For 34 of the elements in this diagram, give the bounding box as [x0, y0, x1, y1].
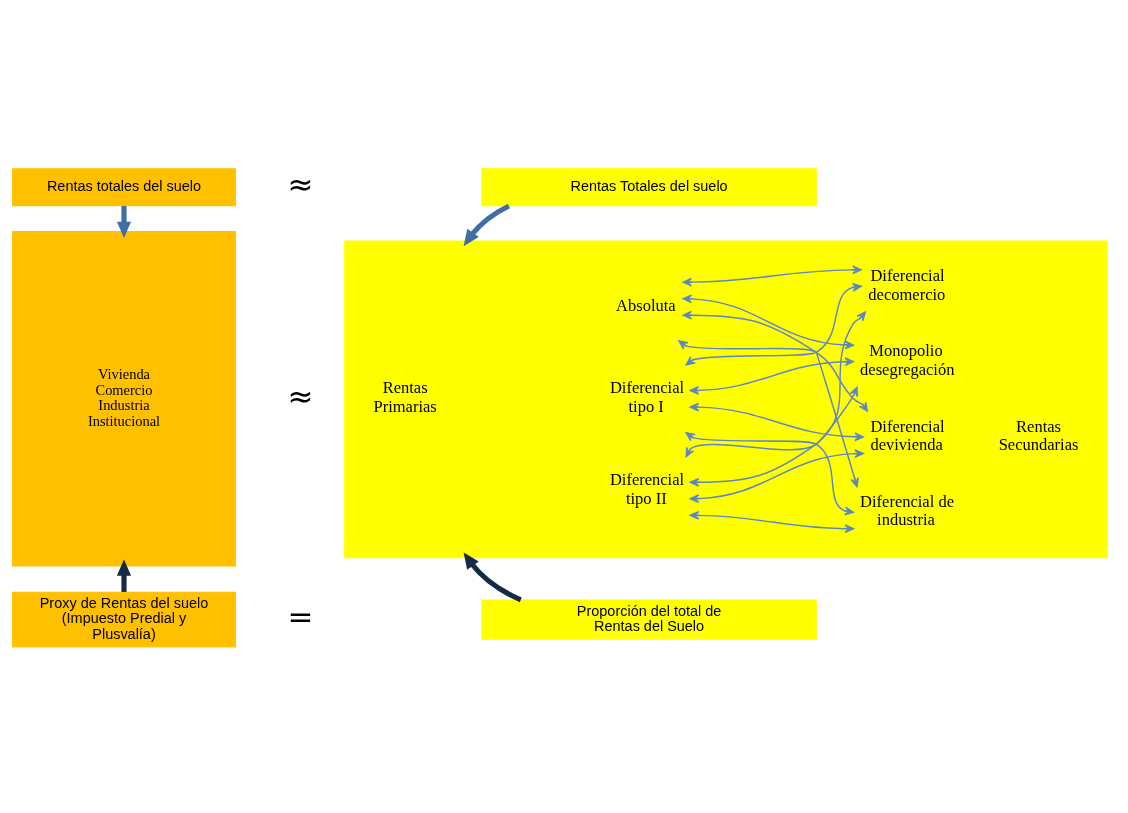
node-text: Diferencial devivienda: [870, 416, 945, 455]
node-text: Absoluta: [616, 295, 676, 315]
node-text: Diferencial tipo II: [609, 470, 685, 508]
node-box: Proporción del total de Rentas del Suelo: [481, 599, 817, 640]
arrow: [689, 386, 858, 487]
arrow: [689, 402, 864, 442]
node-text: Monopolio desegregación: [860, 341, 955, 379]
arrow: [463, 552, 522, 603]
arrow: [685, 311, 866, 458]
label: ≈: [287, 166, 314, 203]
node-text: Diferencial de industria: [860, 491, 954, 530]
arrow: [689, 510, 855, 534]
arrow: [685, 283, 862, 366]
arrow: [678, 340, 859, 488]
arrow: [689, 449, 864, 504]
arrow: [682, 310, 868, 412]
label: =: [287, 598, 314, 635]
node-text: Diferencial tipo I: [609, 378, 685, 416]
arrow: [689, 357, 855, 395]
node-box: Proxy de Rentas del suelo (Impuesto Predial y Plusvalía): [12, 591, 236, 648]
node-box: Rentas totales del suelo: [12, 168, 236, 207]
arrow: [116, 559, 132, 592]
arrow: [116, 205, 132, 238]
label: Rentas Primarias: [373, 378, 437, 416]
node-box: Vivienda Comercio Industria Institucional: [12, 231, 236, 567]
arrow: [685, 432, 855, 516]
label: Rentas Secundarias: [998, 416, 1079, 455]
node-box: Rentas Totales del suelo: [481, 168, 817, 207]
arrow: [463, 203, 511, 247]
node-text: Diferencial decomercio: [868, 265, 946, 304]
cluster: [344, 240, 1108, 559]
label: ≈: [287, 377, 314, 414]
arrow: [682, 265, 862, 287]
arrow: [682, 294, 855, 350]
